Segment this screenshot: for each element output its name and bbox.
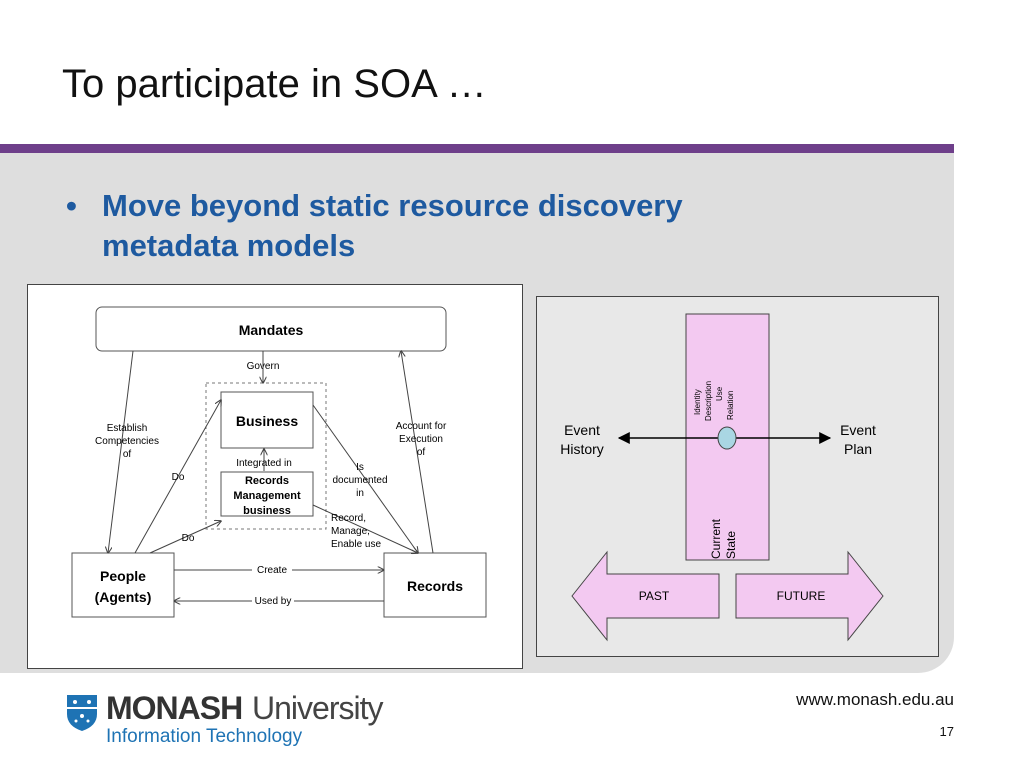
monash-crest-icon	[67, 695, 97, 731]
used-by-label: Used by	[255, 596, 292, 607]
documented-line3: in	[356, 488, 364, 499]
use-label: Use	[715, 386, 724, 401]
mandates-box	[95, 306, 447, 352]
people-line2: (Agents)	[95, 589, 152, 605]
account-line1: Account for	[396, 421, 447, 432]
records-box	[383, 552, 487, 618]
future-label: FUTURE	[777, 589, 826, 603]
establish-arrow	[108, 350, 134, 553]
business-box	[220, 391, 314, 449]
business-label: Business	[236, 413, 298, 429]
account-line2: Execution	[399, 434, 443, 445]
documented-line1: Is	[356, 462, 364, 473]
documented-line2: documented	[332, 475, 387, 486]
relation-label: Relation	[726, 391, 735, 420]
rme-line3: Enable use	[331, 539, 381, 550]
create-label-bg	[252, 563, 292, 575]
do-upper-label: Do	[172, 472, 185, 483]
records-business-svg: Mandates Govern Business Records Managem…	[71, 306, 487, 618]
bullet-text: Move beyond static resource discovery me…	[102, 188, 683, 263]
documented-arrow	[312, 404, 418, 553]
logo-word-monash: MONASH	[106, 690, 243, 726]
establish-line2: Competencies	[95, 436, 159, 447]
event-timeline-svg: Identity Description Use Relation Curren…	[560, 313, 884, 642]
records-management-line3: business	[243, 505, 291, 517]
records-management-box	[220, 471, 314, 517]
account-line3: of	[417, 447, 426, 458]
do-lower-label: Do	[182, 533, 195, 544]
event-plan-line2: Plan	[844, 441, 872, 457]
account-arrow	[401, 351, 434, 554]
records-business-diagram: Mandates Govern Business Records Managem…	[27, 284, 523, 669]
establish-line3: of	[123, 449, 132, 460]
event-timeline-diagram: Identity Description Use Relation Curren…	[536, 296, 939, 657]
records-label: Records	[407, 578, 463, 594]
monash-logo: MONASH University Information Technology	[66, 688, 406, 758]
rme-line1: Record,	[331, 513, 366, 524]
do-lower-arrow	[149, 521, 221, 554]
event-history-line1: Event	[564, 422, 600, 438]
current-state-line2: State	[724, 531, 738, 559]
future-arrow	[735, 550, 884, 642]
description-label: Description	[704, 381, 713, 421]
past-label: PAST	[639, 589, 670, 603]
people-box	[71, 552, 175, 618]
establish-line1: Establish	[107, 423, 148, 434]
logo-subtitle: Information Technology	[106, 726, 303, 747]
people-line1: People	[100, 568, 146, 584]
rme-arrow	[312, 504, 418, 553]
slide-title: To participate in SOA …	[62, 62, 487, 106]
current-state-line1: Current	[709, 518, 723, 559]
accent-bar	[0, 144, 954, 153]
records-management-line2: Management	[233, 490, 301, 502]
do-upper-arrow	[134, 400, 221, 554]
logo-word-university: University	[252, 690, 383, 726]
rme-line2: Manage,	[331, 526, 370, 537]
identity-label: Identity	[693, 389, 702, 415]
create-label: Create	[257, 565, 287, 576]
event-history-line2: History	[560, 441, 604, 457]
used-by-label-bg	[252, 594, 294, 606]
page-number: 17	[939, 724, 954, 739]
mandates-label: Mandates	[239, 322, 304, 338]
past-arrow	[571, 550, 720, 642]
present-node	[717, 426, 737, 450]
records-management-line1: Records	[245, 475, 289, 487]
bullet-symbol: •	[66, 188, 77, 223]
event-plan-line1: Event	[840, 422, 876, 438]
footer-url: www.monash.edu.au	[796, 690, 954, 709]
